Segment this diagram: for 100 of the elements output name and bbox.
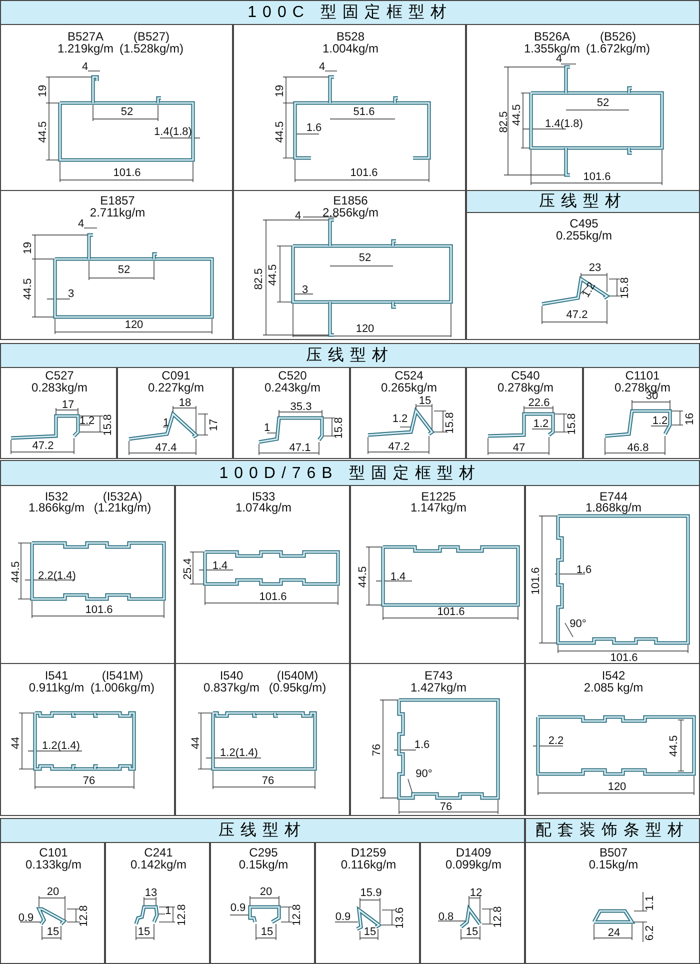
profile-code: I540 <box>220 670 244 682</box>
dimension-label: 25.4 <box>182 558 194 580</box>
dimension-label: 16 <box>684 412 696 426</box>
dimension-label: 52 <box>118 264 130 276</box>
dimension-label: 47.1 <box>289 442 311 454</box>
dimension-label: 1.4 <box>390 571 406 583</box>
unit-weight: (1.21kg/m) <box>94 502 152 514</box>
dimension-label: 82.5 <box>498 111 510 133</box>
dimension-label: 2.2(1.4) <box>38 570 76 582</box>
dimension-label: 101.6 <box>113 167 141 179</box>
dimension-label: 15 <box>46 926 60 938</box>
dimension-label: 1.2(1.4) <box>42 740 80 752</box>
dimension-label: 0.9 <box>18 912 34 924</box>
unit-weight: 2.085 kg/m <box>584 682 644 694</box>
dimension-label: 82.5 <box>253 268 265 290</box>
profile-cell <box>466 367 583 459</box>
dimension-label: 15 <box>418 395 432 407</box>
dimension-label: 44.5 <box>22 278 34 300</box>
dimension-label: 1.4 <box>212 560 228 572</box>
profile-code: E743 <box>424 670 453 682</box>
dimension-label: 44.5 <box>10 561 22 583</box>
section-header-band: 配套装饰条型材 <box>525 818 700 843</box>
dimension-label: 13 <box>144 887 158 899</box>
profile-code: C540 <box>511 370 540 382</box>
profile-code: C527 <box>45 370 74 382</box>
profile-cell <box>0 24 233 191</box>
unit-weight: 1.427kg/m <box>410 682 467 694</box>
dimension-label: 1.2 <box>580 280 598 300</box>
dimension-label: 15.8 <box>102 414 114 436</box>
dimension-label: 90° <box>416 768 432 780</box>
dimension-label: 1.2 <box>392 413 408 425</box>
dimension-label: 3 <box>68 288 74 300</box>
unit-weight: 0.283kg/m <box>31 382 88 394</box>
dimension-label: 15 <box>260 926 274 938</box>
dimension-label: 19 <box>22 242 34 254</box>
unit-weight: 1.219kg/m <box>57 42 114 56</box>
dimension-label: 6.2 <box>644 925 656 941</box>
profile-code: (B526) <box>600 30 636 44</box>
dimension-label: 44.5 <box>668 735 680 757</box>
profile-code: I541 <box>44 670 68 682</box>
dimension-label: 44.5 <box>267 264 279 286</box>
dimension-label: 12.8 <box>492 906 504 928</box>
unit-weight: 0.099kg/m <box>445 858 502 872</box>
profile-cell <box>466 24 700 191</box>
profile-code: C101 <box>39 846 68 860</box>
unit-weight: 0.255kg/m <box>556 230 612 242</box>
profile-code: B528 <box>336 30 365 44</box>
dimension-label: 101.6 <box>259 591 287 603</box>
dimension-label: 101.6 <box>583 171 611 183</box>
dimension-label: 4 <box>294 210 302 222</box>
profile-cell <box>0 367 117 459</box>
profile-cell <box>117 367 233 459</box>
dimension-label: 44 <box>190 736 202 750</box>
profile-code: (I532A) <box>102 490 142 504</box>
unit-weight: 2.856kg/m <box>322 206 379 220</box>
dimension-label: 22.6 <box>528 397 550 409</box>
dimension-label: 35.3 <box>290 401 312 413</box>
unit-weight: (1.672kg/m) <box>586 42 650 56</box>
section-header-band: 压线型材 <box>0 343 700 368</box>
unit-weight: 1.355kg/m <box>524 42 580 56</box>
dimension-label: 13.6 <box>394 907 406 929</box>
dimension-label: 44.5 <box>357 566 369 588</box>
unit-weight: 0.278kg/m <box>497 382 554 394</box>
dimension-label: 1.6 <box>414 739 430 751</box>
profile-cell <box>525 663 700 816</box>
dimension-label: 1.4(1.8) <box>154 126 192 138</box>
dimension-label: 4 <box>556 53 562 65</box>
profile-cell <box>0 190 233 340</box>
unit-weight: 1.074kg/m <box>235 502 292 514</box>
profile-code: E1857 <box>100 194 135 208</box>
profile-cell <box>233 367 350 459</box>
unit-weight: 0.243kg/m <box>264 382 321 394</box>
dimension-label: 15 <box>466 926 478 938</box>
dimension-label: 101.6 <box>610 652 638 664</box>
profile-cell <box>105 842 210 964</box>
profile-code: B507 <box>599 846 628 860</box>
unit-weight: 0.911kg/m <box>28 682 84 694</box>
dimension-label: 15.8 <box>619 277 631 299</box>
profile-code: C295 <box>249 846 278 860</box>
unit-weight: 0.116kg/m <box>340 858 396 872</box>
dimension-label: 101.6 <box>530 567 542 595</box>
dimension-label: 120 <box>356 323 374 335</box>
dimension-label: 15.8 <box>333 417 345 439</box>
unit-weight: (1.006kg/m) <box>90 682 155 694</box>
profile-code: I533 <box>252 490 276 504</box>
dimension-label: 23 <box>588 262 602 274</box>
dimension-label: 1 <box>162 417 170 429</box>
dimension-label: 47.4 <box>155 442 177 454</box>
profile-code: D1259 <box>350 846 386 860</box>
profile-cell <box>210 842 315 964</box>
dimension-label: 44.5 <box>37 121 49 143</box>
dimension-label: 19 <box>37 84 49 98</box>
profile-cell <box>175 485 350 664</box>
dimension-label: 47.2 <box>388 441 410 453</box>
profile-code: E744 <box>599 490 628 504</box>
dimension-label: 19 <box>274 84 286 98</box>
dimension-label: 52 <box>358 252 372 264</box>
dimension-label: 1 <box>264 422 270 434</box>
dimension-label: 24 <box>608 927 620 939</box>
dimension-label: 47.2 <box>32 440 54 452</box>
